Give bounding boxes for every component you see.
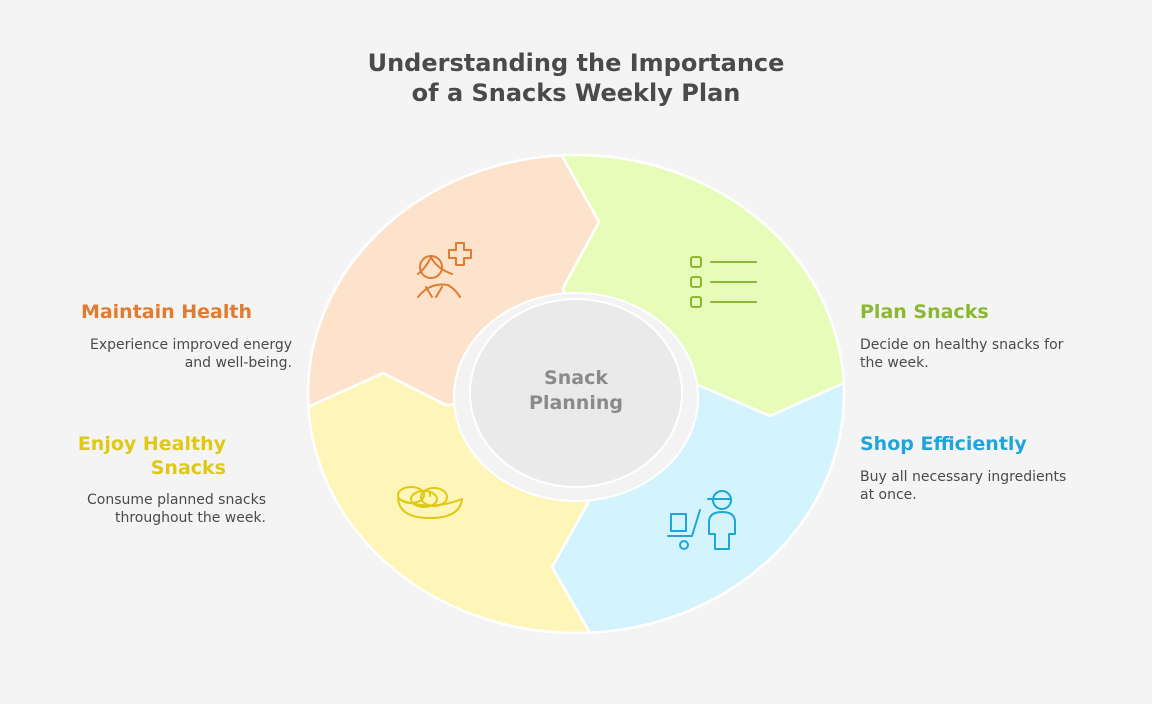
desc-line: Decide on healthy snacks for — [860, 337, 1064, 353]
diagram-title: Understanding the Importance of a Snacks… — [0, 48, 1152, 108]
plan-snacks-description: Decide on healthy snacks for the week. — [860, 336, 1063, 372]
center-line-2: Planning — [529, 392, 623, 414]
title-line: Snacks — [150, 457, 226, 479]
title-line: Enjoy Healthy — [77, 433, 226, 455]
maintain-health-description: Experience improved energy and well-bein… — [90, 336, 292, 372]
health-person-icon — [417, 242, 472, 298]
desc-line: Consume planned snacks — [87, 492, 266, 508]
desc-line: Buy all necessary ingredients — [860, 469, 1067, 485]
shop-efficiently-description: Buy all necessary ingredients at once. — [860, 468, 1066, 504]
center-circle — [469, 298, 683, 488]
center-line-1: Snack — [544, 367, 608, 389]
title-line-1: Understanding the Importance — [367, 49, 785, 77]
maintain-health-title: Maintain Health — [80, 301, 252, 323]
desc-line: the week. — [860, 355, 929, 371]
center-label: Snack Planning — [476, 366, 676, 416]
desc-line: throughout the week. — [114, 510, 266, 526]
enjoy-snacks-description: Consume planned snacks throughout the we… — [87, 491, 266, 527]
checklist-icon — [690, 256, 757, 308]
shopper-cart-icon — [667, 490, 736, 550]
shop-efficiently-title: Shop Efficiently — [860, 433, 1027, 455]
desc-line: and well-being. — [184, 355, 292, 371]
plan-snacks-title: Plan Snacks — [860, 301, 989, 323]
title-line-2: of a Snacks Weekly Plan — [411, 79, 741, 107]
desc-line: at once. — [860, 487, 917, 503]
desc-line: Experience improved energy — [90, 337, 292, 353]
enjoy-snacks-title: Enjoy Healthy Snacks — [78, 432, 226, 480]
snack-bowl-icon — [397, 486, 463, 520]
